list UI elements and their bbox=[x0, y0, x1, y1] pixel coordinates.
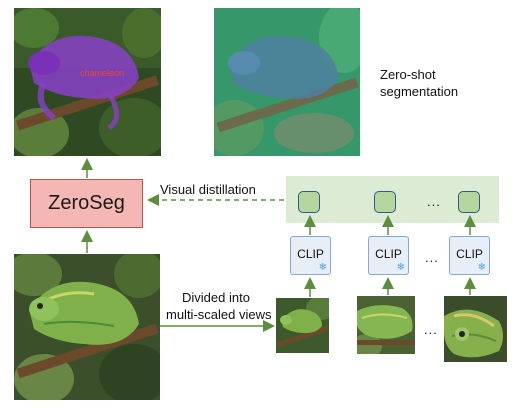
zero-shot-label-line1: Zero-shot bbox=[380, 67, 436, 82]
multi-scale-view-2 bbox=[357, 296, 415, 354]
zero-shot-label-line2: segmentation bbox=[380, 84, 459, 99]
visual-distillation-label: Visual distillation bbox=[160, 182, 256, 197]
multi-scale-view-1 bbox=[276, 298, 329, 353]
segment-label-chameleon: chameleon bbox=[80, 68, 125, 78]
original-chameleon-image bbox=[14, 254, 160, 400]
feature-ellipsis: ... bbox=[427, 194, 441, 209]
zero-shot-segmentation-image bbox=[214, 8, 360, 156]
clip-encoder-3: CLIP ❄ bbox=[449, 236, 490, 275]
divided-label-line2: multi-scaled views bbox=[166, 307, 272, 322]
views-ellipsis: ... bbox=[424, 322, 438, 337]
clip-encoder-1: CLIP ❄ bbox=[290, 236, 331, 275]
snowflake-icon: ❄ bbox=[477, 262, 486, 273]
clip-label: CLIP bbox=[456, 247, 483, 261]
divided-label-line1: Divided into bbox=[182, 290, 250, 305]
clip-ellipsis: ... bbox=[425, 250, 439, 265]
clip-label: CLIP bbox=[297, 247, 324, 261]
clip-encoder-2: CLIP ❄ bbox=[368, 236, 409, 275]
zeroseg-model-box: ZeroSeg bbox=[30, 179, 143, 228]
feature-token-3 bbox=[458, 191, 480, 213]
multi-scale-view-3 bbox=[444, 296, 507, 362]
clip-label: CLIP bbox=[375, 247, 402, 261]
segmented-chameleon-image bbox=[14, 8, 161, 156]
feature-token-2 bbox=[374, 191, 396, 213]
snowflake-icon: ❄ bbox=[318, 262, 327, 273]
zeroseg-label: ZeroSeg bbox=[48, 192, 125, 214]
snowflake-icon: ❄ bbox=[396, 262, 405, 273]
feature-token-1 bbox=[298, 191, 320, 213]
